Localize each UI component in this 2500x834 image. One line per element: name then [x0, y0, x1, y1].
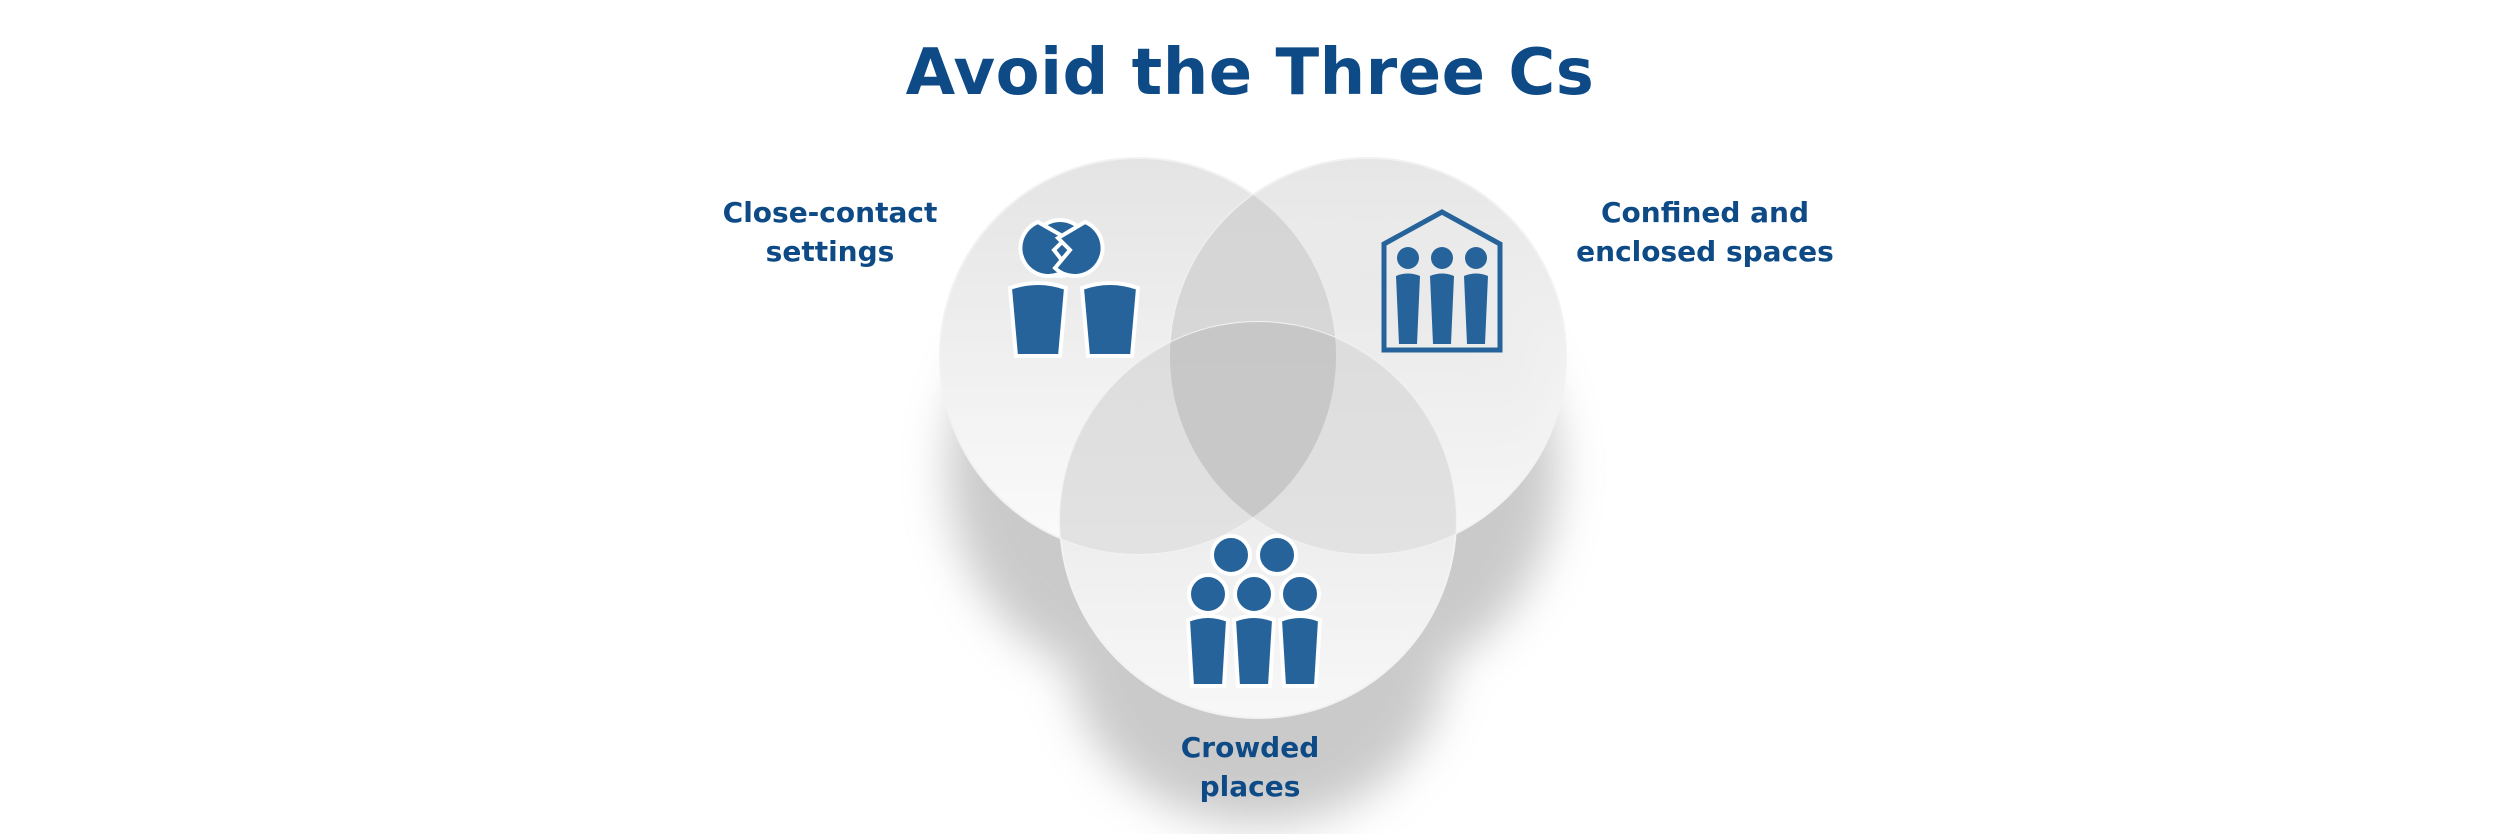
label-crowded-line1: Crowded: [1180, 731, 1320, 764]
label-close-contact: Close-contact settings: [700, 193, 960, 271]
crowd-icon: [1185, 534, 1323, 688]
label-close-contact-line1: Close-contact: [722, 196, 938, 229]
diagram-title: Avoid the Three Cs: [905, 36, 1595, 110]
overlap-right: [1170, 322, 1456, 554]
people-in-house-icon: [1381, 209, 1503, 353]
label-crowded-line2: places: [1199, 770, 1301, 803]
two-people-talking-icon: [1007, 218, 1141, 358]
label-confined-line2: enclosed spaces: [1576, 235, 1834, 268]
label-crowded: Crowded places: [1130, 728, 1370, 806]
label-confined-line1: Confined and: [1600, 196, 1810, 229]
label-close-contact-line2: settings: [765, 235, 895, 268]
label-confined: Confined and enclosed spaces: [1560, 193, 1850, 271]
